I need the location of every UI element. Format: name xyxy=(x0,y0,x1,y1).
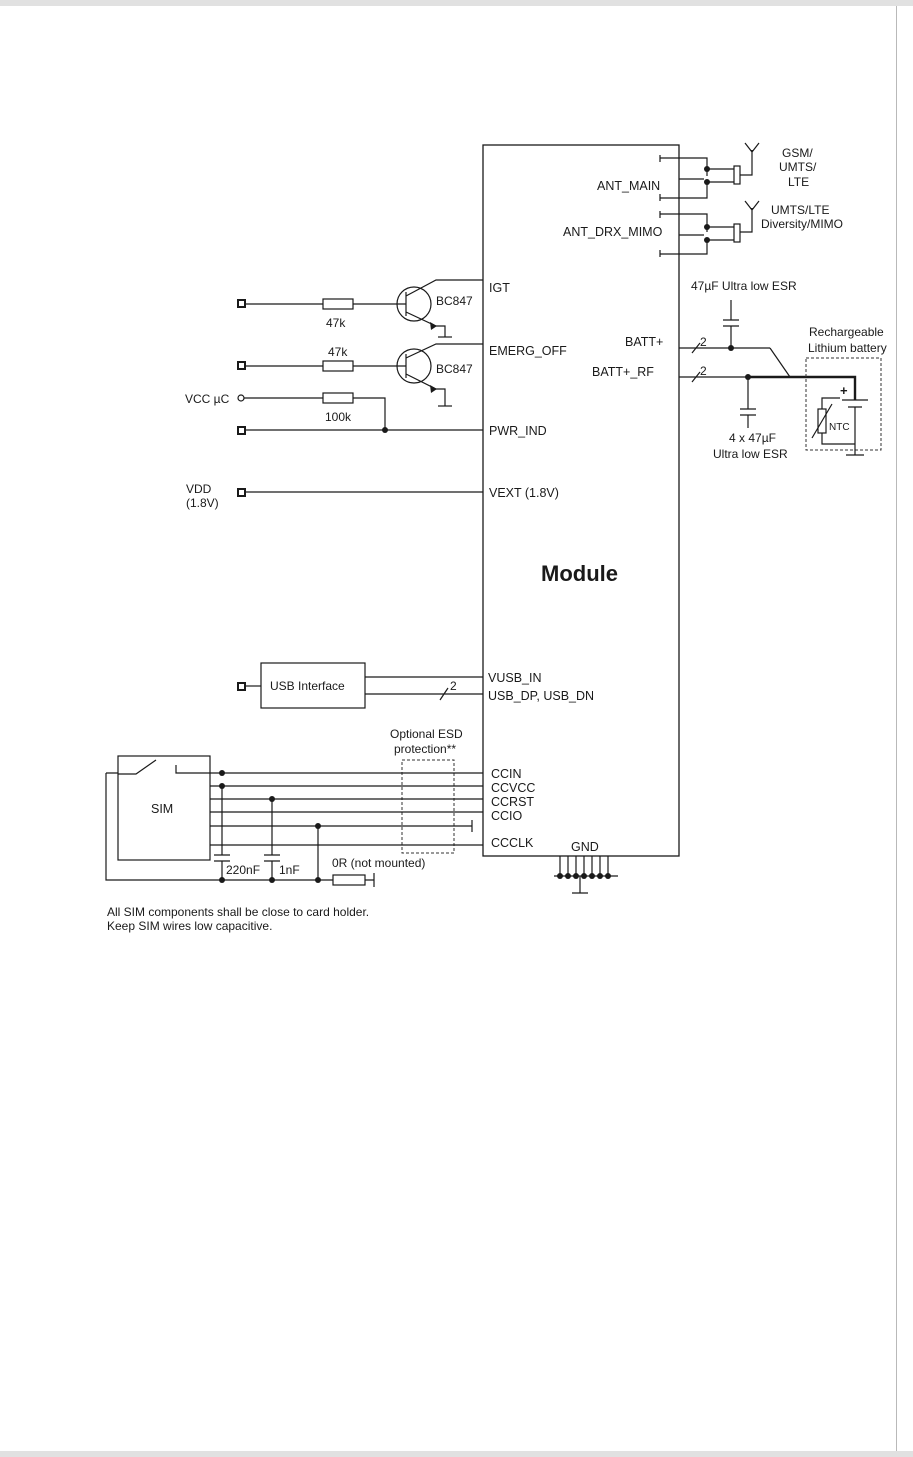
pin-ccin: CCIN xyxy=(491,767,522,781)
pin-batt-plus-rf: BATT+_RF xyxy=(592,365,654,379)
page-edge-line xyxy=(896,6,897,1451)
note-1: All SIM components shall be close to car… xyxy=(107,905,369,919)
antenna-main-label-1: GSM/ xyxy=(782,146,813,160)
gnd-pins xyxy=(554,856,618,894)
pwr-ind-circuit xyxy=(237,392,483,435)
pin-pwr-ind: PWR_IND xyxy=(489,424,547,438)
antenna-diversity-connector xyxy=(659,200,760,257)
emerg-off-circuit xyxy=(237,343,483,407)
note-2: Keep SIM wires low capacitive. xyxy=(107,919,272,933)
pin-ant-main: ANT_MAIN xyxy=(597,179,660,193)
module-title: Module xyxy=(541,561,618,586)
pin-igt: IGT xyxy=(489,281,510,295)
pin-emerg-off: EMERG_OFF xyxy=(489,344,567,358)
antenna-diversity-label-2: Diversity/MIMO xyxy=(761,217,843,231)
battery-circuit xyxy=(679,300,882,456)
r-igt-label: 47k xyxy=(326,316,346,330)
c-220n-label: 220nF xyxy=(226,863,260,877)
cap-batt-rf-label-2: Ultra low ESR xyxy=(713,447,788,461)
r-emerg-label: 47k xyxy=(328,345,348,359)
c-1n-label: 1nF xyxy=(279,863,300,877)
top-band xyxy=(0,0,913,6)
pin-vext: VEXT (1.8V) xyxy=(489,486,559,500)
bus-usb-label: 2 xyxy=(450,679,457,693)
pin-batt-plus: BATT+ xyxy=(625,335,663,349)
sim-circuit xyxy=(105,755,483,887)
esd-protection-box xyxy=(401,759,455,854)
bus-batt-rf-label: 2 xyxy=(700,364,707,378)
antenna-main-connector xyxy=(659,142,760,201)
module-box xyxy=(482,144,680,857)
pin-ant-drx-mimo: ANT_DRX_MIMO xyxy=(563,225,663,239)
pin-ccrst: CCRST xyxy=(491,795,534,809)
usb-circuit xyxy=(237,662,483,709)
cap-batt-label: 47µF Ultra low ESR xyxy=(691,279,797,293)
pin-usb-dp-dn: USB_DP, USB_DN xyxy=(488,689,594,703)
r-0r-label: 0R (not mounted) xyxy=(332,856,425,870)
vcc-uc-label: VCC µC xyxy=(185,392,230,406)
pin-ccvcc: CCVCC xyxy=(491,781,535,795)
r-pwr-label: 100k xyxy=(325,410,352,424)
antenna-diversity-label-1: UMTS/LTE xyxy=(771,203,829,217)
pin-vusb-in: VUSB_IN xyxy=(488,671,542,685)
pin-ccio: CCIO xyxy=(491,809,523,823)
battery-label-1: Rechargeable xyxy=(809,325,884,339)
cap-batt-rf-label-1: 4 x 47µF xyxy=(729,431,776,445)
bottom-band xyxy=(0,1451,913,1457)
esd-label-2: protection** xyxy=(394,742,456,756)
battery-plus-sign: + xyxy=(840,383,848,398)
transistor-1-label: BC847 xyxy=(436,294,473,308)
antenna-main-label-3: LTE xyxy=(788,175,809,189)
sim-label: SIM xyxy=(151,802,173,816)
pin-gnd: GND xyxy=(571,840,599,854)
igt-circuit xyxy=(237,279,483,338)
ntc-label: NTC xyxy=(829,422,850,433)
transistor-2-label: BC847 xyxy=(436,362,473,376)
usb-interface-label: USB Interface xyxy=(270,679,345,693)
antenna-main-label-2: UMTS/ xyxy=(779,160,817,174)
vext-line xyxy=(237,488,483,497)
bus-batt-label: 2 xyxy=(700,335,707,349)
battery-label-2: Lithium battery xyxy=(808,341,887,355)
vdd-label-2: (1.8V) xyxy=(186,496,219,510)
esd-label-1: Optional ESD xyxy=(390,727,463,741)
pin-ccclk: CCCLK xyxy=(491,836,534,850)
vdd-label-1: VDD xyxy=(186,482,212,496)
